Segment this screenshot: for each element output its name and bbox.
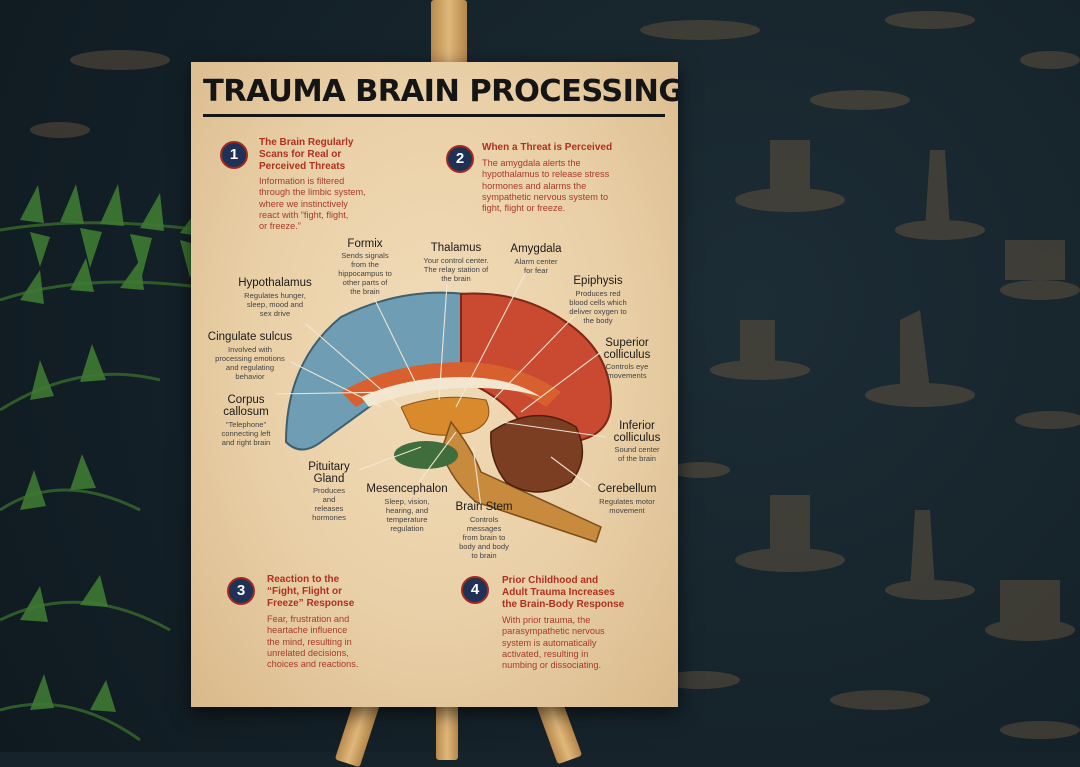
label-corpus-callosum: Corpus callosum — [223, 394, 269, 418]
section-2-body: The amygdala alerts the hypothalamus to … — [482, 158, 610, 214]
label-pituitary-desc: Produces and releases hormones — [312, 486, 346, 522]
section-3-body: Fear, frustration and heartache influenc… — [267, 614, 359, 670]
label-cerebellum: Cerebellum — [597, 483, 657, 495]
easel-top-post — [431, 0, 467, 72]
diencephalon — [400, 396, 490, 436]
label-hypothalamus-desc: Regulates hunger, sleep, mood and sex dr… — [244, 291, 306, 318]
label-amygdala-desc: Alarm center for fear — [514, 257, 558, 275]
poster: TRAUMA BRAIN PROCESSING 1 The Brain Re — [191, 62, 678, 707]
corpus-callosum — [361, 377, 541, 407]
label-brain-stem: Brain Stem — [455, 501, 513, 513]
label-mesencephalon: Mesencephalon — [366, 483, 448, 495]
label-amygdala: Amygdala — [510, 243, 562, 255]
section-1-heading: The Brain Regularly Scans for Real or Pe… — [259, 137, 354, 172]
cingulate-band — [341, 362, 561, 407]
label-fornix: Formix — [347, 238, 383, 250]
section-1-body: Information is filtered through the limb… — [259, 176, 366, 232]
label-superior-colliculus: Superior colliculus — [603, 337, 651, 361]
section-4-badge: 4 — [461, 576, 489, 604]
section-3-heading: Reaction to the “Fight, Flight or Freeze… — [267, 574, 355, 609]
label-epiphysis-desc: Produces red blood cells which deliver o… — [569, 289, 627, 325]
label-brainstem-desc: Controls messages from brain to body and… — [459, 515, 509, 560]
label-epiphysis: Epiphysis — [573, 275, 623, 287]
section-4-heading: Prior Childhood and Adult Trauma Increas… — [502, 575, 625, 610]
brain-illustration — [275, 271, 613, 543]
label-corpus-desc: “Telephone” connecting left and right br… — [221, 420, 271, 447]
label-fornix-desc: Sends signals from the hippocampus to ot… — [338, 251, 392, 296]
temporal-green — [394, 441, 458, 469]
label-cerebellum-desc: Regulates motor movement — [599, 497, 655, 515]
poster-title: TRAUMA BRAIN PROCESSING — [203, 74, 678, 109]
label-hypothalamus: Hypothalamus — [238, 277, 312, 289]
label-cingulate-sulcus: Cingulate sulcus — [207, 331, 293, 343]
brainstem-shape — [440, 420, 602, 543]
label-thalamus: Thalamus — [430, 242, 482, 254]
label-inferior-colliculus: Inferior colliculus — [613, 420, 661, 444]
label-superior-desc: Controls eye movements — [605, 362, 649, 380]
label-thalamus-desc: Your control center. The relay station o… — [423, 256, 489, 283]
label-cingulate-desc: Involved with processing emotions and re… — [215, 345, 285, 381]
cerebellum-shape — [490, 415, 584, 493]
label-pituitary-gland: Pituitary Gland — [308, 461, 350, 485]
label-mesencephalon-desc: Sleep, vision, hearing, and temperature … — [384, 497, 430, 533]
title-underline — [203, 114, 665, 117]
section-2-badge: 2 — [446, 145, 474, 173]
section-1-badge: 1 — [220, 141, 248, 169]
section-3-badge: 3 — [227, 577, 255, 605]
cerebrum-red — [460, 292, 613, 442]
label-inferior-desc: Sound center of the brain — [614, 445, 660, 463]
cerebrum-blue — [284, 291, 467, 451]
easel-center-leg — [436, 700, 458, 760]
section-4-body: With prior trauma, the parasympathetic n… — [502, 615, 605, 671]
section-2-heading: When a Threat is Perceived — [482, 142, 613, 153]
